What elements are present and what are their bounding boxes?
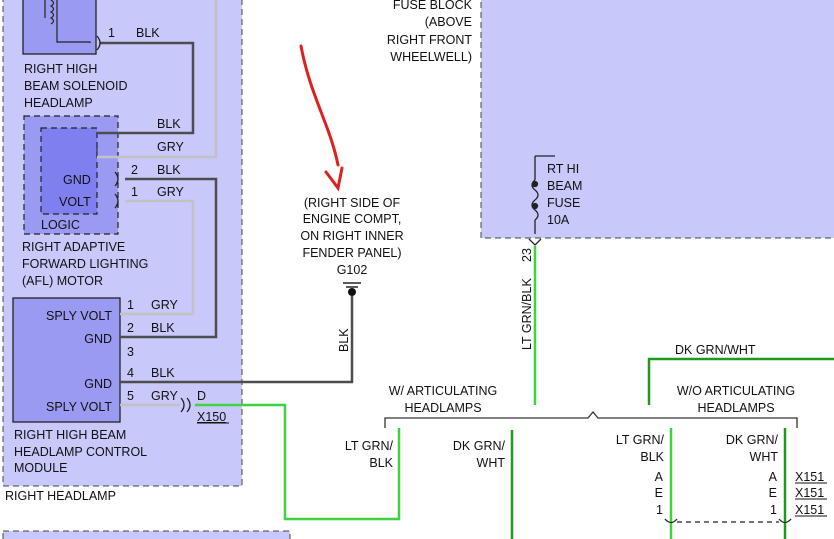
afl-volt-pin: 1 bbox=[131, 185, 138, 199]
afl-gnd-label: GND bbox=[63, 173, 91, 187]
x151-right-pin-1: 1 bbox=[770, 503, 777, 517]
module-pin-name-2: GND bbox=[84, 332, 112, 346]
wire-d-2: WHT bbox=[750, 450, 779, 464]
fuse-pin: 23 bbox=[520, 248, 534, 262]
solenoid-label-3: HEADLAMP bbox=[24, 96, 93, 110]
ground-id: G102 bbox=[337, 263, 368, 277]
afl-label-2: FORWARD LIGHTING bbox=[22, 257, 148, 271]
wire-a-2: BLK bbox=[369, 456, 393, 470]
afl-volt-label: VOLT bbox=[59, 195, 91, 209]
fuse-block-label-4: WHEELWELL) bbox=[390, 50, 472, 64]
dkgrn-top-label: DK GRN/WHT bbox=[675, 343, 756, 357]
solenoid-wire: BLK bbox=[136, 26, 160, 40]
module-pin-wire-4: BLK bbox=[151, 366, 175, 380]
solenoid-label-2: BEAM SOLENOID bbox=[24, 79, 128, 93]
solenoid-component bbox=[22, 0, 97, 55]
afl-volt-wire: GRY bbox=[157, 185, 185, 199]
wire-b-2: WHT bbox=[477, 456, 506, 470]
right-headlamp-label: RIGHT HEADLAMP bbox=[5, 489, 116, 503]
ground-location-1: (RIGHT SIDE OF bbox=[304, 196, 401, 210]
wire-c-2: BLK bbox=[640, 450, 664, 464]
logic-label: LOGIC bbox=[41, 218, 80, 232]
module-pin-wire-5: GRY bbox=[151, 389, 179, 403]
red-annotation-arrow bbox=[299, 44, 344, 192]
afl-gnd-pin: 2 bbox=[131, 163, 138, 177]
option-without-1: W/O ARTICULATING bbox=[677, 384, 795, 398]
afl-label-1: RIGHT ADAPTIVE bbox=[22, 240, 125, 254]
wire-b-1: DK GRN/ bbox=[453, 439, 506, 453]
ground-symbol bbox=[343, 282, 361, 296]
afl-label-3: (AFL) MOTOR bbox=[22, 274, 103, 288]
afl-motor-component bbox=[23, 115, 119, 235]
control-module-component bbox=[12, 297, 121, 423]
options-bracket bbox=[384, 410, 798, 428]
x151-label-1: X151 bbox=[795, 470, 824, 484]
option-with-1: W/ ARTICULATING bbox=[389, 384, 498, 398]
module-label-1: RIGHT HIGH BEAM bbox=[14, 428, 126, 442]
fuse-label-4: 10A bbox=[547, 213, 570, 227]
ground-location-3: ON RIGHT INNER bbox=[300, 229, 403, 243]
x151-left-pin-e: E bbox=[655, 486, 663, 500]
wire-a-1: LT GRN/ bbox=[345, 439, 394, 453]
x151-left-pin-a: A bbox=[655, 470, 664, 484]
option-without-2: HEADLAMPS bbox=[697, 401, 774, 415]
connector-pin-d: D bbox=[197, 389, 206, 403]
fuse-label-1: RT HI bbox=[547, 162, 579, 176]
solenoid-pin: 1 bbox=[108, 26, 115, 40]
module-pin-num-1: 1 bbox=[127, 298, 134, 312]
fuse-label-2: BEAM bbox=[547, 179, 582, 193]
ground-location-2: ENGINE COMPT, bbox=[303, 212, 402, 226]
module-pin-num-3: 3 bbox=[127, 345, 134, 359]
module-pin-name-5: SPLY VOLT bbox=[46, 400, 112, 414]
module-pin-wire-1: GRY bbox=[151, 298, 179, 312]
x151-label-3: X151 bbox=[795, 503, 824, 517]
module-pin-num-4: 4 bbox=[127, 366, 134, 380]
x151-label-2: X151 bbox=[795, 486, 824, 500]
afl-wire-gry-top: GRY bbox=[157, 140, 185, 154]
fuse-block-label-2: (ABOVE bbox=[425, 15, 472, 29]
ground-location-4: FENDER PANEL) bbox=[302, 246, 401, 260]
module-pin-name-1: SPLY VOLT bbox=[46, 309, 112, 323]
fuse-element bbox=[528, 155, 555, 246]
x151-right-pin-e: E bbox=[769, 486, 777, 500]
fuse-block bbox=[480, 0, 834, 239]
solenoid-label-1: RIGHT HIGH bbox=[24, 62, 97, 76]
afl-wire-blk-top: BLK bbox=[157, 117, 181, 131]
bottom-left-region bbox=[2, 530, 291, 539]
fuse-label-3: FUSE bbox=[547, 196, 580, 210]
x151-left-pin-1: 1 bbox=[656, 503, 663, 517]
module-label-2: HEADLAMP CONTROL bbox=[14, 445, 147, 459]
wire-d-1: DK GRN/ bbox=[726, 433, 779, 447]
x151-right-pin-a: A bbox=[769, 470, 778, 484]
module-pin-num-5: 5 bbox=[127, 389, 134, 403]
wire-c-1: LT GRN/ bbox=[616, 433, 665, 447]
option-with-2: HEADLAMPS bbox=[404, 401, 481, 415]
connector-x150: X150 bbox=[197, 410, 226, 424]
afl-gnd-wire: BLK bbox=[157, 163, 181, 177]
wires bbox=[97, 0, 834, 539]
module-pin-name-4: GND bbox=[84, 377, 112, 391]
module-pin-num-2: 2 bbox=[127, 321, 134, 335]
module-pin-wire-2: BLK bbox=[151, 321, 175, 335]
module-label-3: MODULE bbox=[14, 461, 67, 475]
fuse-wire-label: LT GRN/BLK bbox=[520, 278, 534, 350]
fuse-block-label-1: FUSE BLOCK bbox=[393, 0, 473, 12]
connector-symbols bbox=[96, 35, 792, 524]
ground-wire: BLK bbox=[337, 328, 351, 352]
fuse-block-label-3: RIGHT FRONT bbox=[387, 33, 473, 47]
